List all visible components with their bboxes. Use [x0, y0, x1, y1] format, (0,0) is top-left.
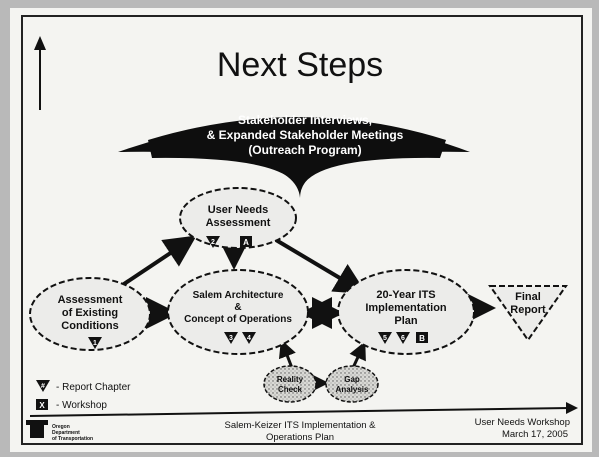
architecture-line-1: Salem Architecture [193, 290, 284, 301]
plan-chapter-1: 5 [383, 335, 387, 342]
existing-line-1: Assessment [58, 294, 123, 306]
architecture-line-2: & [234, 302, 241, 313]
legend-workshop-icon [36, 399, 48, 410]
architecture-chapter-1: 3 [229, 335, 233, 342]
arrow-userneeds-to-plan [274, 238, 367, 295]
odot-line-1: Oregon [52, 424, 70, 430]
banner-line-1: Stakeholder Interviews, [238, 113, 372, 127]
slide-frame [21, 15, 583, 445]
arrow-existing-to-userneeds [116, 235, 197, 290]
banner-line-3: (Outreach Program) [248, 143, 361, 157]
odot-line-3: of Transportation [52, 436, 93, 442]
legend-workshop-label: - Workshop [56, 400, 107, 411]
node-architecture: Salem Architecture & Concept of Operatio… [167, 269, 309, 355]
footer-plan-line-1: Salem-Keizer ITS Implementation & [224, 420, 376, 431]
user-needs-chapter: 2 [211, 239, 215, 246]
workshop-marker-icon [416, 332, 428, 343]
legend: # - Report Chapter X - Workshop [36, 380, 131, 411]
chapter-marker-icon [242, 332, 256, 344]
node-implementation-plan: 20-Year ITS Implementation Plan 5 6 B [337, 269, 475, 355]
workshop-marker-icon [240, 236, 252, 247]
plan-line-3: Plan [394, 315, 418, 327]
footer-event-line-2: March 17, 2005 [502, 429, 568, 440]
reality-line-2: Check [278, 385, 303, 394]
existing-line-3: Conditions [61, 320, 118, 332]
node-gap-analysis: Gap Analysis [325, 365, 379, 403]
plan-line-2: Implementation [365, 302, 447, 314]
node-reality-check: Reality Check [263, 365, 317, 403]
user-needs-line-2: Assessment [206, 217, 271, 229]
node-user-needs: User Needs Assessment 2 A [179, 187, 297, 249]
node-existing-conditions: Assessment of Existing Conditions 1 [29, 277, 151, 351]
footer-plan-line-2: Operations Plan [266, 432, 334, 443]
odot-line-2: Department [52, 430, 80, 436]
vertical-arrow-icon [34, 36, 46, 110]
legend-workshop-symbol: X [39, 401, 45, 410]
footer-rule [29, 402, 578, 417]
gap-line-1: Gap [344, 375, 360, 384]
plan-workshop: B [419, 334, 425, 343]
legend-chapter-icon [36, 380, 50, 392]
legend-chapter-label: - Report Chapter [56, 382, 131, 393]
chapter-marker-icon [88, 337, 102, 349]
architecture-chapter-2: 4 [247, 335, 251, 342]
chapter-marker-icon [206, 236, 220, 248]
chapter-marker-icon [396, 332, 410, 344]
reality-line-1: Reality [277, 375, 304, 384]
banner-line-2: & Expanded Stakeholder Meetings [207, 128, 404, 142]
flow-arrows [116, 235, 496, 329]
chapter-marker-icon [224, 332, 238, 344]
architecture-line-3: Concept of Operations [184, 314, 292, 325]
chapter-marker-icon [378, 332, 392, 344]
final-line-1: Final [515, 291, 541, 303]
arrow-reality-to-architecture [278, 339, 296, 369]
footer-event-line-1: User Needs Workshop [475, 417, 570, 428]
existing-chapter: 1 [93, 340, 97, 347]
user-needs-workshop: A [243, 238, 249, 247]
user-needs-line-1: User Needs [208, 204, 269, 216]
existing-line-2: of Existing [62, 307, 118, 319]
plan-line-1: 20-Year ITS [376, 289, 435, 301]
plan-chapter-2: 6 [401, 335, 405, 342]
final-line-2: Report [510, 304, 546, 316]
legend-chapter-symbol: # [41, 383, 45, 390]
page-title: Next Steps [217, 46, 383, 84]
gap-line-2: Analysis [336, 385, 369, 394]
odot-logo: Oregon Department of Transportation [26, 420, 93, 442]
outreach-banner-body [148, 117, 446, 196]
node-final-report: Final Report [488, 285, 568, 342]
